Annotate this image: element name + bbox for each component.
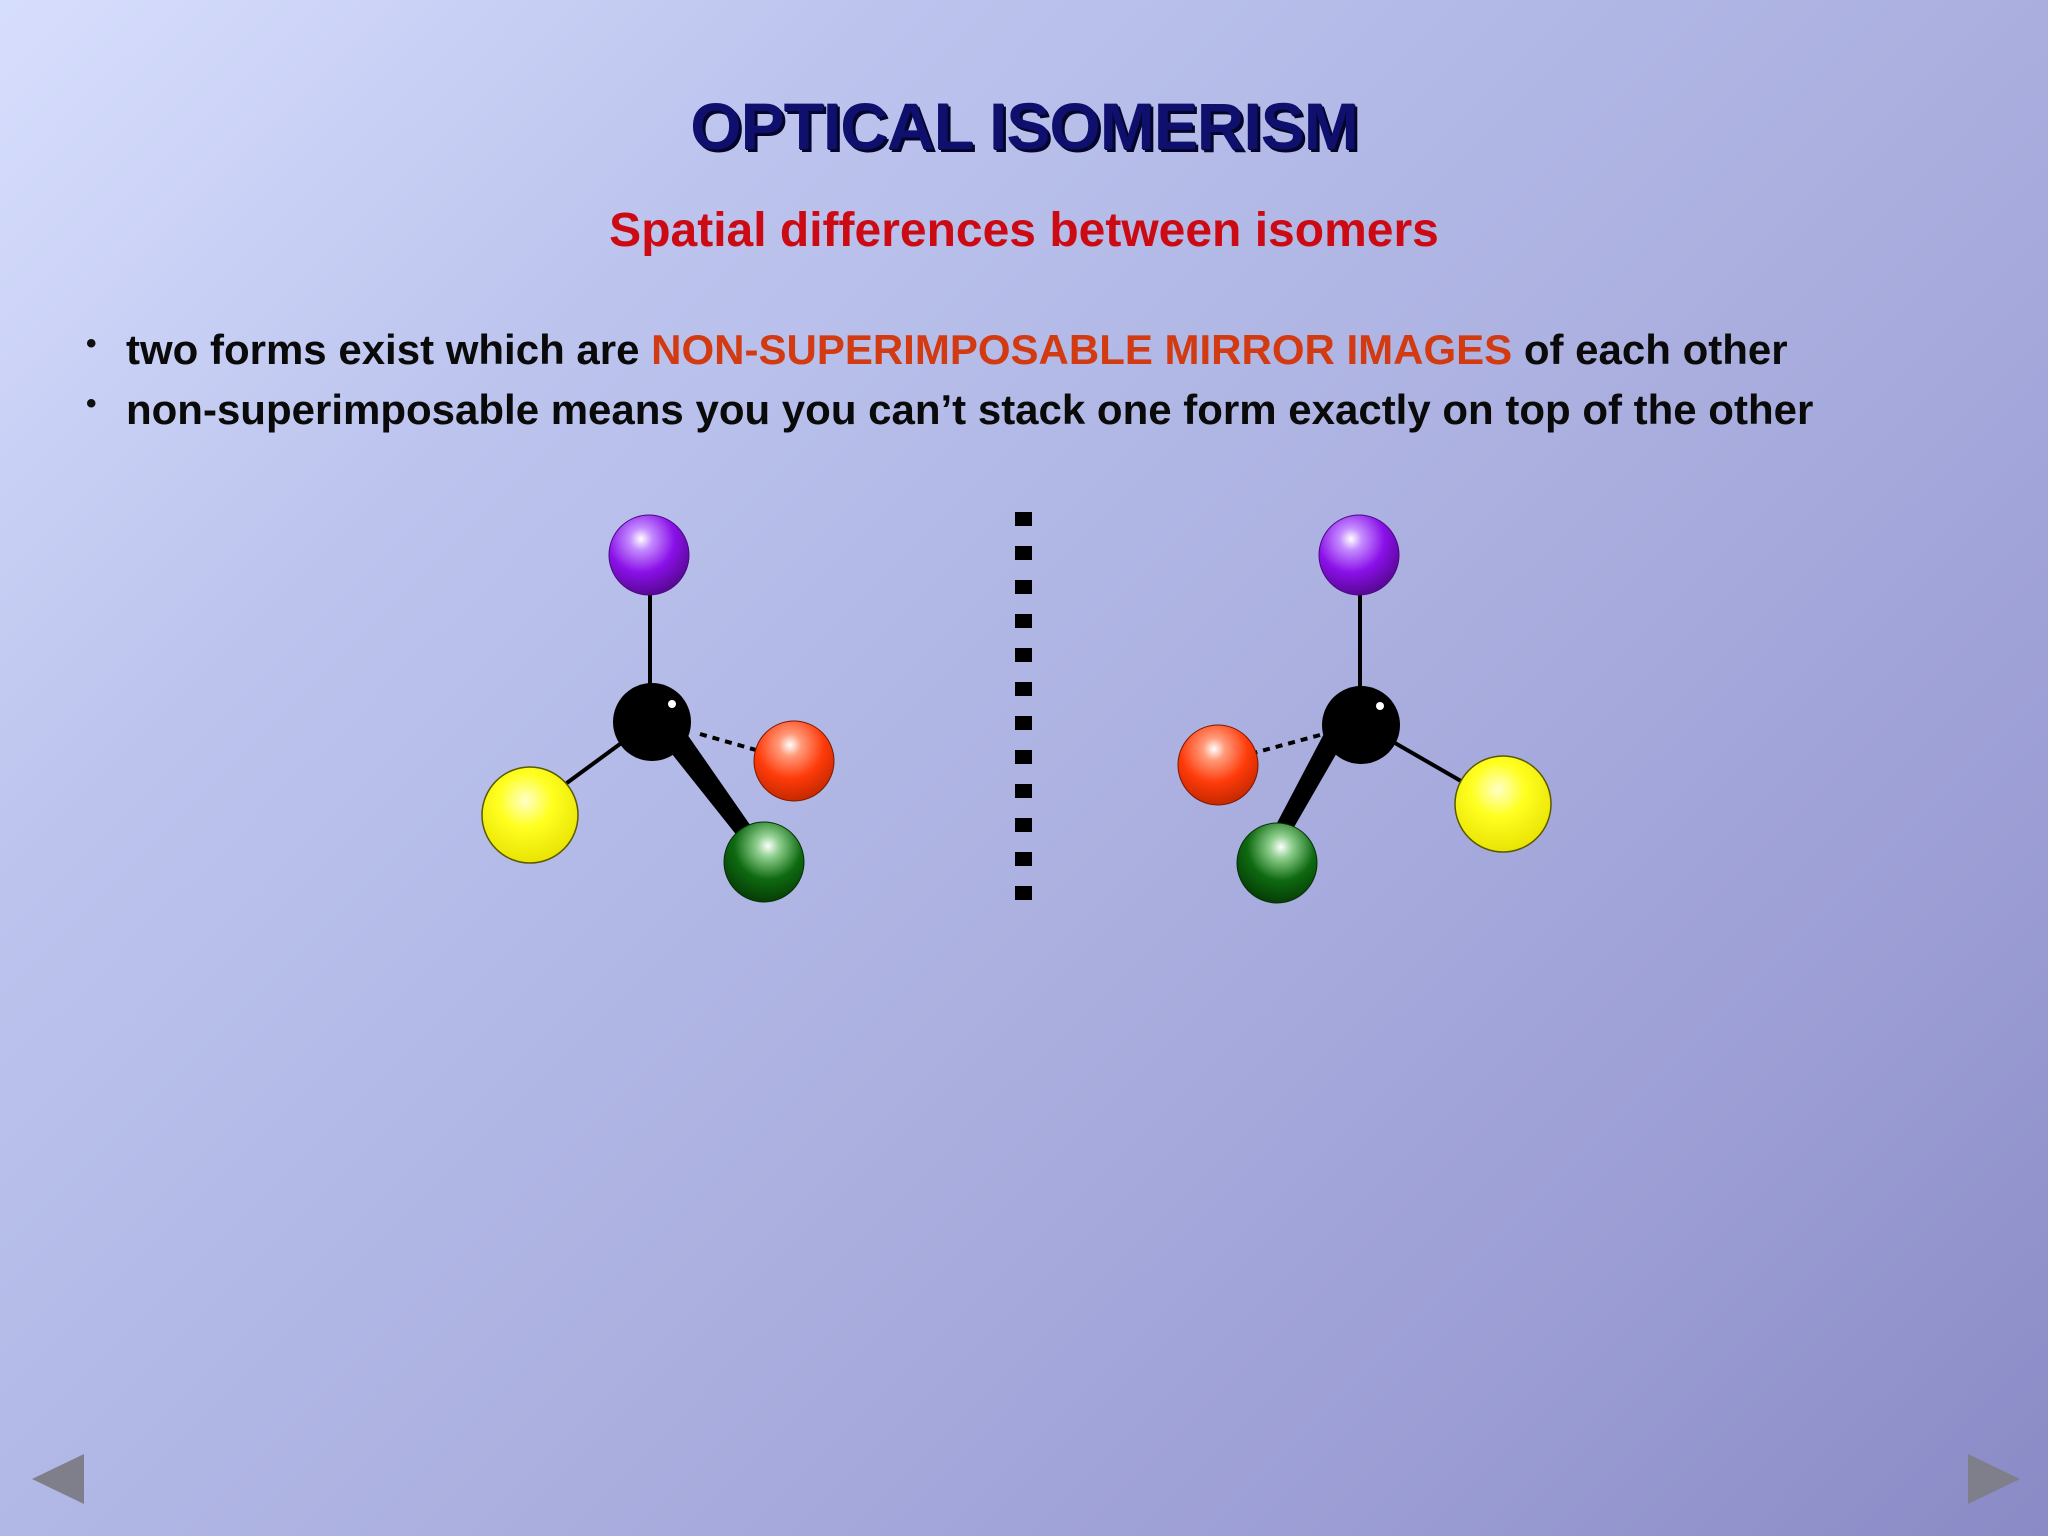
atom-right-red-icon [1177, 724, 1259, 806]
bond-left-green-wedge [664, 724, 755, 842]
triangle-right-icon [1968, 1454, 2020, 1504]
atom-right-green-icon [1236, 822, 1318, 904]
atom-right-yellow-icon [1454, 755, 1552, 853]
atom-left-center-icon [613, 683, 691, 761]
bond-right-red-dashed [1249, 733, 1321, 756]
bullet-mirror-images: • two forms exist which are NON-SUPERIMP… [80, 320, 2020, 380]
atom-right-center-highlight [1376, 702, 1384, 710]
slide-subtitle: Spatial differences between isomers [609, 204, 1439, 257]
previous-slide-button[interactable] [30, 1452, 86, 1506]
bullet-dot-icon: • [86, 387, 97, 420]
atom-left-purple-icon [608, 514, 690, 596]
atom-left-red-icon [753, 720, 835, 802]
triangle-left-icon [32, 1454, 84, 1504]
next-slide-button[interactable] [1966, 1452, 2022, 1506]
bond-right-green-wedge [1268, 726, 1342, 848]
bullet-text-start: two forms exist which are [126, 326, 652, 373]
bullet-non-superimposable: • non-superimposable means you you can’t… [80, 380, 2020, 440]
left-molecule [481, 514, 835, 903]
bullet-dot-icon: • [86, 327, 97, 360]
bullet-list: • two forms exist which are NON-SUPERIMP… [80, 320, 2020, 440]
mirror-line [1015, 512, 1032, 900]
atom-left-yellow-icon [481, 766, 579, 864]
atom-right-purple-icon [1318, 514, 1400, 596]
atom-left-center-highlight [668, 700, 676, 708]
atom-left-green-icon [723, 821, 805, 903]
right-molecule [1177, 514, 1552, 904]
bullet-highlight: NON-SUPERIMPOSABLE MIRROR IMAGES [651, 326, 1513, 373]
atom-right-center-icon [1322, 686, 1400, 764]
bullet-text: non-superimposable means you you can’t s… [126, 386, 1814, 433]
slide-title: OPTICAL ISOMERISM [690, 89, 1359, 163]
bullet-text-end: of each other [1512, 326, 1788, 373]
